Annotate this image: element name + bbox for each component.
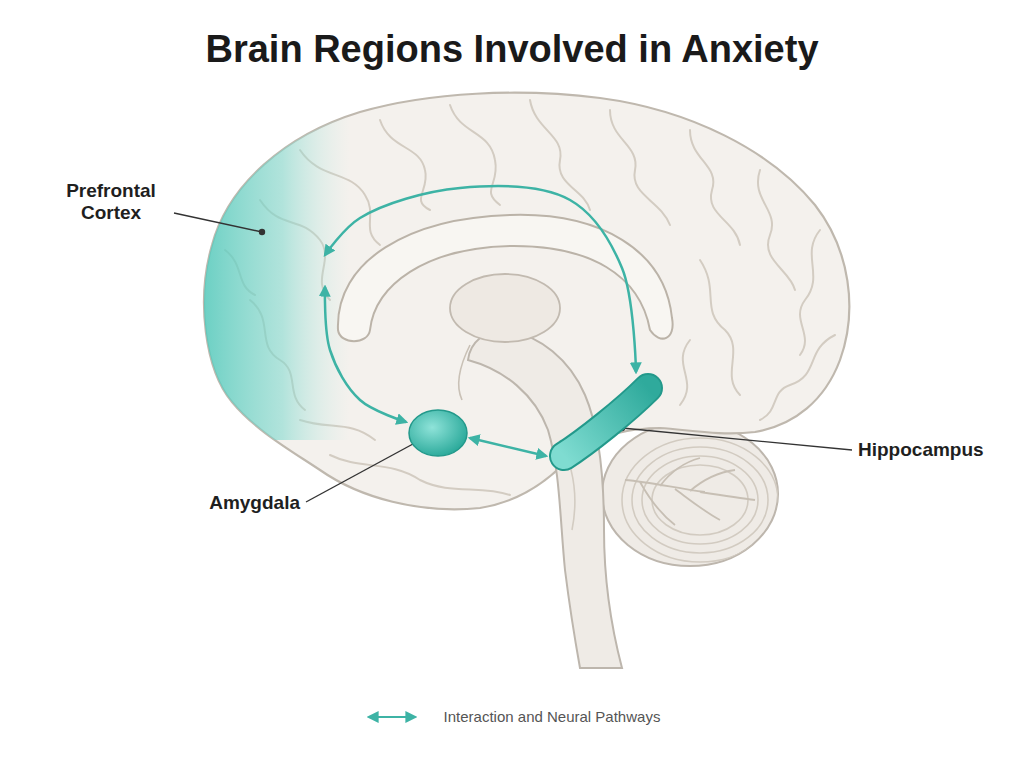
legend-text: Interaction and Neural Pathways xyxy=(444,708,661,725)
gyrus-line xyxy=(530,100,590,210)
leader-dot xyxy=(259,229,265,235)
leader-line xyxy=(174,213,262,232)
gyrus-line xyxy=(680,340,690,405)
prefrontal-tint xyxy=(190,90,360,440)
gyrus-line xyxy=(758,170,795,290)
region-label: Hippocampus xyxy=(858,439,984,461)
gyrus-line xyxy=(800,230,820,355)
pathway-arrow xyxy=(325,287,406,422)
cerebellum-folds xyxy=(622,438,778,562)
amygdala-region: Amygdala xyxy=(406,408,470,458)
gyrus-line xyxy=(380,120,430,210)
pathway-arrow xyxy=(325,186,636,372)
legend-entry: Interaction and Neural Pathways xyxy=(364,708,661,725)
leader-line xyxy=(622,428,852,450)
legend-arrow xyxy=(369,716,415,718)
midbrain-line xyxy=(459,345,470,400)
diagram-title: Brain Regions Involved in Anxiety xyxy=(0,26,1024,72)
gyrus-line xyxy=(760,335,835,420)
amygdala-shape xyxy=(406,408,470,458)
brainstem xyxy=(468,330,622,668)
cerebellum-fold xyxy=(652,465,748,535)
cerebellum-fold xyxy=(622,438,778,562)
thalamus xyxy=(450,274,560,342)
gyrus-line xyxy=(610,110,670,225)
hippocampus-shape xyxy=(546,372,666,472)
arbor-vitae xyxy=(625,458,755,525)
cerebellum-fold xyxy=(642,456,758,544)
gyrus-line xyxy=(700,260,740,395)
region-label: Prefrontal Cortex xyxy=(55,180,167,224)
hippocampus-region: Hippocampus xyxy=(546,372,666,472)
legend-sample xyxy=(364,710,420,724)
corpus-callosum xyxy=(338,215,673,341)
gyrus-line xyxy=(450,105,500,205)
cerebellum xyxy=(602,422,778,566)
amygdala-body xyxy=(409,410,467,456)
gyrus-line xyxy=(690,130,740,245)
pathway-arrow xyxy=(470,438,546,456)
region-label: Amygdala xyxy=(209,492,300,514)
hippocampus-body xyxy=(564,388,648,456)
prefrontal-region: Prefrontal Cortex xyxy=(205,160,325,430)
leader-line xyxy=(306,438,424,502)
hippocampus-outline xyxy=(564,388,648,456)
